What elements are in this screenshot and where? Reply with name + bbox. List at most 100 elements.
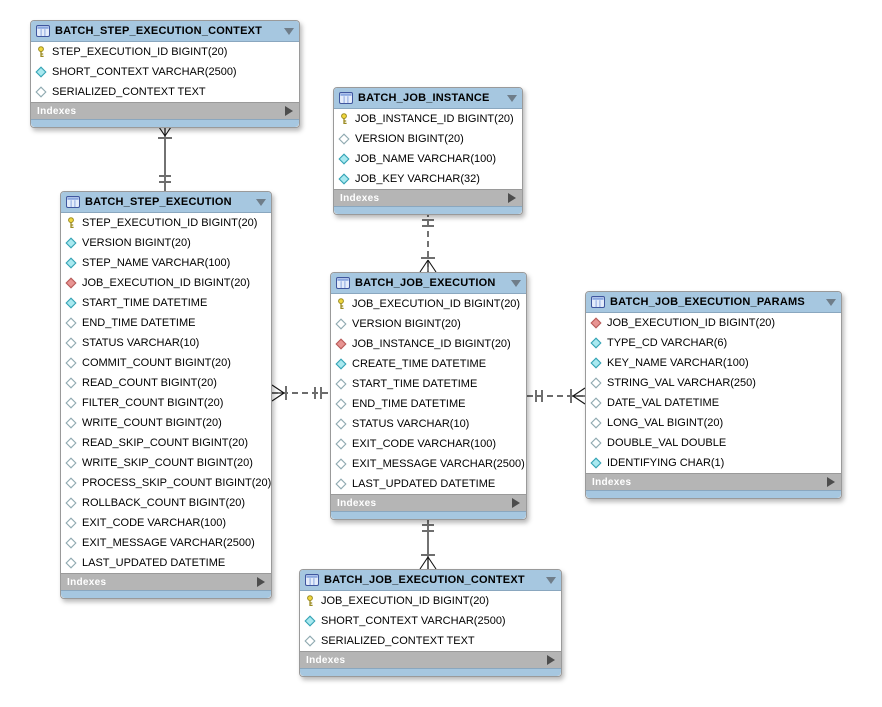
column-row[interactable]: STEP_EXECUTION_ID BIGINT(20) bbox=[61, 213, 271, 233]
column-row[interactable]: STEP_NAME VARCHAR(100) bbox=[61, 253, 271, 273]
collapse-arrow-icon[interactable] bbox=[284, 27, 294, 35]
indexes-row[interactable]: Indexes bbox=[31, 102, 299, 119]
expand-indexes-icon[interactable] bbox=[547, 655, 555, 665]
column-row[interactable]: VERSION BIGINT(20) bbox=[334, 129, 522, 149]
indexes-row[interactable]: Indexes bbox=[300, 651, 561, 668]
column-row[interactable]: JOB_EXECUTION_ID BIGINT(20) bbox=[331, 294, 526, 314]
primary-key-icon bbox=[35, 46, 47, 58]
table-header[interactable]: BATCH_STEP_EXECUTION_CONTEXT bbox=[31, 21, 299, 42]
relationship-batch-step-execution-context-batch-step-execution[interactable] bbox=[156, 123, 174, 191]
table-batch-job-execution-context[interactable]: BATCH_JOB_EXECUTION_CONTEXT JOB_EXECUTIO… bbox=[299, 569, 562, 677]
column-row[interactable]: KEY_NAME VARCHAR(100) bbox=[586, 353, 841, 373]
column-row[interactable]: START_TIME DATETIME bbox=[331, 374, 526, 394]
column-row[interactable]: COMMIT_COUNT BIGINT(20) bbox=[61, 353, 271, 373]
column-row[interactable]: STRING_VAL VARCHAR(250) bbox=[586, 373, 841, 393]
collapse-arrow-icon[interactable] bbox=[511, 279, 521, 287]
column-row[interactable]: EXIT_MESSAGE VARCHAR(2500) bbox=[61, 533, 271, 553]
relationship-batch-job-execution-batch-job-execution-params[interactable] bbox=[527, 387, 586, 405]
foreign-key-icon bbox=[335, 338, 347, 350]
column-row[interactable]: END_TIME DATETIME bbox=[61, 313, 271, 333]
table-batch-job-instance[interactable]: BATCH_JOB_INSTANCE JOB_INSTANCE_ID BIGIN… bbox=[333, 87, 523, 215]
column-row[interactable]: TYPE_CD VARCHAR(6) bbox=[586, 333, 841, 353]
nullable-column-icon bbox=[335, 438, 347, 450]
column-row[interactable]: JOB_INSTANCE_ID BIGINT(20) bbox=[331, 334, 526, 354]
column-row[interactable]: FILTER_COUNT BIGINT(20) bbox=[61, 393, 271, 413]
column-row[interactable]: JOB_EXECUTION_ID BIGINT(20) bbox=[61, 273, 271, 293]
column-row[interactable]: JOB_EXECUTION_ID BIGINT(20) bbox=[586, 313, 841, 333]
column-row[interactable]: WRITE_SKIP_COUNT BIGINT(20) bbox=[61, 453, 271, 473]
column-row[interactable]: ROLLBACK_COUNT BIGINT(20) bbox=[61, 493, 271, 513]
column-label: LAST_UPDATED DATETIME bbox=[82, 557, 226, 569]
table-icon bbox=[66, 196, 80, 208]
column-row[interactable]: READ_SKIP_COUNT BIGINT(20) bbox=[61, 433, 271, 453]
nullable-column-icon bbox=[590, 377, 602, 389]
nullable-column-icon bbox=[338, 133, 350, 145]
column-list: STEP_EXECUTION_ID BIGINT(20) VERSION BIG… bbox=[61, 213, 271, 573]
table-header[interactable]: BATCH_JOB_EXECUTION_PARAMS bbox=[586, 292, 841, 313]
column-row[interactable]: IDENTIFYING CHAR(1) bbox=[586, 453, 841, 473]
column-row[interactable]: JOB_NAME VARCHAR(100) bbox=[334, 149, 522, 169]
expand-indexes-icon[interactable] bbox=[827, 477, 835, 487]
expand-indexes-icon[interactable] bbox=[512, 498, 520, 508]
column-list: JOB_INSTANCE_ID BIGINT(20) VERSION BIGIN… bbox=[334, 109, 522, 189]
table-title: BATCH_STEP_EXECUTION bbox=[85, 196, 232, 208]
column-row[interactable]: JOB_KEY VARCHAR(32) bbox=[334, 169, 522, 189]
column-row[interactable]: DOUBLE_VAL DOUBLE bbox=[586, 433, 841, 453]
table-batch-step-execution-context[interactable]: BATCH_STEP_EXECUTION_CONTEXT STEP_EXECUT… bbox=[30, 20, 300, 128]
column-row[interactable]: CREATE_TIME DATETIME bbox=[331, 354, 526, 374]
expand-indexes-icon[interactable] bbox=[508, 193, 516, 203]
column-row[interactable]: PROCESS_SKIP_COUNT BIGINT(20) bbox=[61, 473, 271, 493]
not-null-column-icon bbox=[590, 357, 602, 369]
expand-indexes-icon[interactable] bbox=[285, 106, 293, 116]
column-row[interactable]: EXIT_MESSAGE VARCHAR(2500) bbox=[331, 454, 526, 474]
collapse-arrow-icon[interactable] bbox=[826, 298, 836, 306]
column-row[interactable]: JOB_EXECUTION_ID BIGINT(20) bbox=[300, 591, 561, 611]
table-header[interactable]: BATCH_JOB_INSTANCE bbox=[334, 88, 522, 109]
column-row[interactable]: LONG_VAL BIGINT(20) bbox=[586, 413, 841, 433]
column-row[interactable]: EXIT_CODE VARCHAR(100) bbox=[331, 434, 526, 454]
column-row[interactable]: DATE_VAL DATETIME bbox=[586, 393, 841, 413]
column-row[interactable]: SHORT_CONTEXT VARCHAR(2500) bbox=[31, 62, 299, 82]
column-row[interactable]: VERSION BIGINT(20) bbox=[61, 233, 271, 253]
column-row[interactable]: EXIT_CODE VARCHAR(100) bbox=[61, 513, 271, 533]
column-row[interactable]: LAST_UPDATED DATETIME bbox=[331, 474, 526, 494]
column-row[interactable]: SERIALIZED_CONTEXT TEXT bbox=[300, 631, 561, 651]
table-batch-step-execution[interactable]: BATCH_STEP_EXECUTION STEP_EXECUTION_ID B… bbox=[60, 191, 272, 599]
column-row[interactable]: STEP_EXECUTION_ID BIGINT(20) bbox=[31, 42, 299, 62]
table-header[interactable]: BATCH_STEP_EXECUTION bbox=[61, 192, 271, 213]
table-header[interactable]: BATCH_JOB_EXECUTION bbox=[331, 273, 526, 294]
collapse-arrow-icon[interactable] bbox=[546, 576, 556, 584]
not-null-column-icon bbox=[590, 337, 602, 349]
table-header[interactable]: BATCH_JOB_EXECUTION_CONTEXT bbox=[300, 570, 561, 591]
column-row[interactable]: READ_COUNT BIGINT(20) bbox=[61, 373, 271, 393]
collapse-arrow-icon[interactable] bbox=[256, 198, 266, 206]
table-batch-job-execution-params[interactable]: BATCH_JOB_EXECUTION_PARAMS JOB_EXECUTION… bbox=[585, 291, 842, 499]
indexes-row[interactable]: Indexes bbox=[331, 494, 526, 511]
column-row[interactable]: JOB_INSTANCE_ID BIGINT(20) bbox=[334, 109, 522, 129]
column-row[interactable]: END_TIME DATETIME bbox=[331, 394, 526, 414]
nullable-column-icon bbox=[304, 635, 316, 647]
table-batch-job-execution[interactable]: BATCH_JOB_EXECUTION JOB_EXECUTION_ID BIG… bbox=[330, 272, 527, 520]
column-row[interactable]: LAST_UPDATED DATETIME bbox=[61, 553, 271, 573]
collapse-arrow-icon[interactable] bbox=[507, 94, 517, 102]
column-row[interactable]: START_TIME DATETIME bbox=[61, 293, 271, 313]
column-row[interactable]: STATUS VARCHAR(10) bbox=[61, 333, 271, 353]
column-row[interactable]: SHORT_CONTEXT VARCHAR(2500) bbox=[300, 611, 561, 631]
table-footer bbox=[334, 206, 522, 214]
table-title: BATCH_JOB_EXECUTION bbox=[355, 277, 496, 289]
relationship-batch-job-execution-batch-job-execution-context[interactable] bbox=[419, 516, 437, 570]
indexes-row[interactable]: Indexes bbox=[61, 573, 271, 590]
nullable-column-icon bbox=[65, 437, 77, 449]
nullable-column-icon bbox=[65, 497, 77, 509]
indexes-row[interactable]: Indexes bbox=[586, 473, 841, 490]
foreign-key-icon bbox=[590, 317, 602, 329]
relationship-batch-job-instance-batch-job-execution[interactable] bbox=[419, 211, 437, 273]
column-row[interactable]: WRITE_COUNT BIGINT(20) bbox=[61, 413, 271, 433]
column-row[interactable]: VERSION BIGINT(20) bbox=[331, 314, 526, 334]
expand-indexes-icon[interactable] bbox=[257, 577, 265, 587]
relationship-batch-step-execution-batch-job-execution[interactable] bbox=[271, 384, 330, 402]
indexes-row[interactable]: Indexes bbox=[334, 189, 522, 206]
column-row[interactable]: STATUS VARCHAR(10) bbox=[331, 414, 526, 434]
column-row[interactable]: SERIALIZED_CONTEXT TEXT bbox=[31, 82, 299, 102]
